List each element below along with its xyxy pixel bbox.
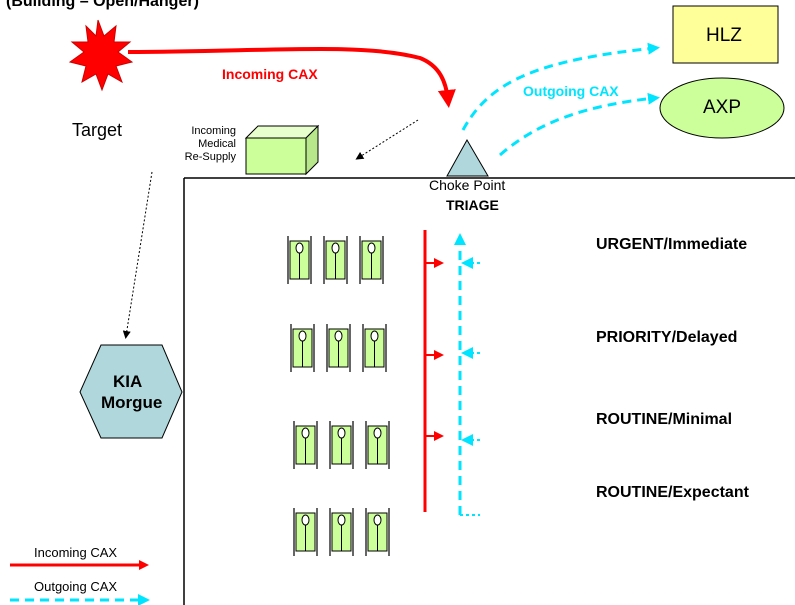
morgue-kia-label: KIA [113, 372, 143, 391]
target-star-icon [68, 19, 134, 92]
incoming-cax-arrow [127, 46, 456, 108]
resupply-box-icon [244, 124, 320, 176]
outgoing-cax-arrow-hlz [461, 42, 660, 131]
litter-icon [287, 236, 312, 284]
resupply-label-line-3: Re-Supply [184, 151, 236, 163]
litter-icon [326, 324, 351, 372]
litter-icon [329, 508, 354, 556]
axp-ellipse [659, 77, 785, 139]
outgoing-cax-label: Outgoing CAX [523, 83, 619, 99]
triage-label: TRIAGE [446, 197, 499, 213]
resupply-label-line-1: Incoming [191, 125, 236, 137]
category-urgent: URGENT/Immediate [596, 236, 748, 253]
hlz-label: HLZ [706, 25, 742, 46]
axp-label: AXP [703, 97, 742, 118]
outgoing-return-line [454, 233, 480, 516]
litters-group [287, 236, 390, 556]
category-routine-expectant: ROUTINE/Expectant [596, 484, 749, 501]
legend-outgoing-label: Outgoing CAX [34, 579, 118, 594]
litter-icon [293, 508, 318, 556]
category-priority: PRIORITY/Delayed [596, 329, 738, 346]
resupply-dotted-arrow [355, 119, 419, 160]
legend-incoming-label: Incoming CAX [34, 545, 118, 560]
litter-icon [365, 508, 390, 556]
morgue-dotted-arrow [122, 171, 153, 339]
choke-point-label: Choke Point [429, 177, 506, 193]
incoming-distribution-line [423, 230, 444, 512]
page-title: (Building – Open/Hanger) [6, 0, 199, 10]
morgue-label: Morgue [101, 393, 163, 412]
resupply-label: Incoming Medical Re-Supply [178, 125, 236, 164]
building-outline [183, 177, 795, 605]
hlz-box [672, 5, 779, 64]
target-label: Target [72, 120, 123, 140]
resupply-label-line-2: Medical [198, 138, 236, 150]
litter-icon [362, 324, 387, 372]
litter-icon [293, 421, 318, 469]
triage-triangle-icon [446, 138, 489, 177]
litter-icon [329, 421, 354, 469]
morgue-hexagon [79, 344, 183, 439]
litter-icon [290, 324, 315, 372]
outgoing-cax-arrow-axp [499, 92, 660, 157]
litter-icon [359, 236, 384, 284]
litter-icon [365, 421, 390, 469]
incoming-cax-label: Incoming CAX [222, 66, 318, 82]
category-routine-minimal: ROUTINE/Minimal [596, 411, 733, 428]
litter-icon [323, 236, 348, 284]
